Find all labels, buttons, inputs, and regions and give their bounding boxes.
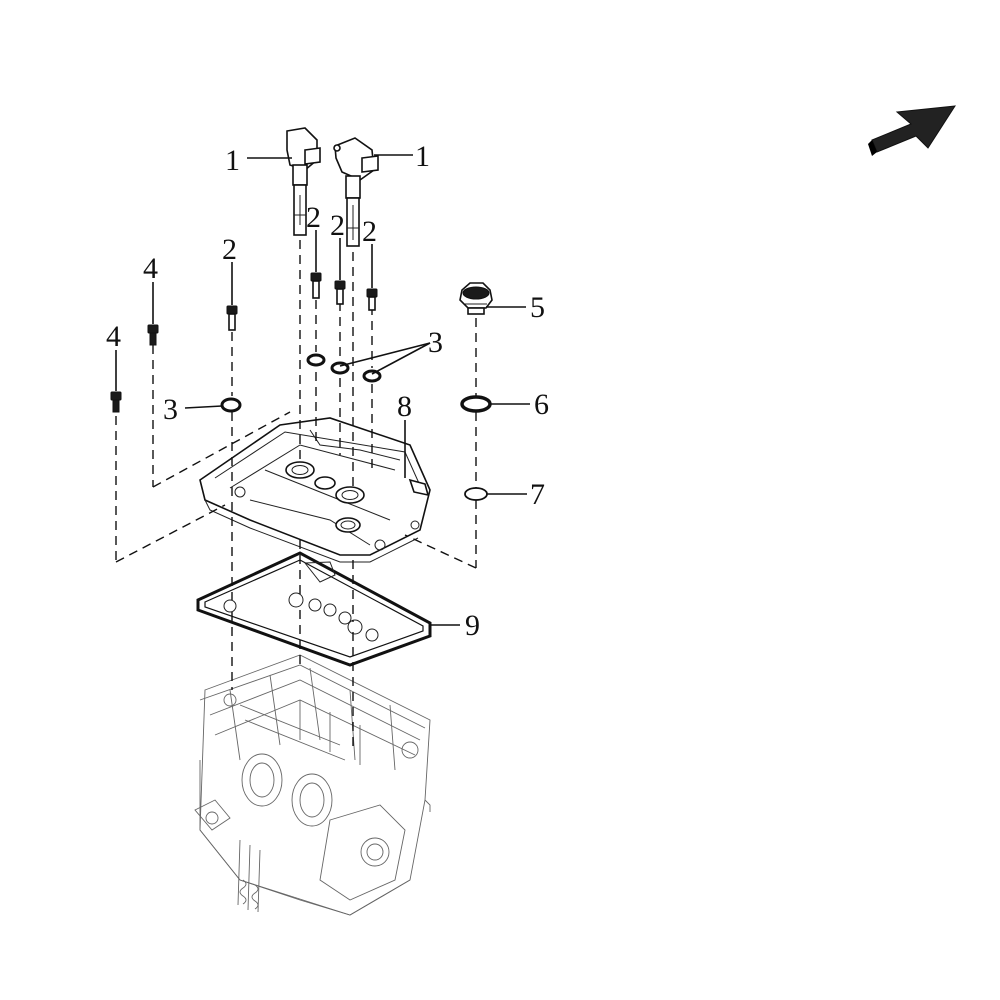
callout-8: 8 bbox=[397, 390, 412, 423]
valve-cover bbox=[199, 417, 431, 563]
o-ring-small bbox=[464, 487, 488, 501]
bolt-2-d bbox=[226, 305, 238, 331]
callout-6: 6 bbox=[534, 388, 549, 421]
callout-1-right: 1 bbox=[415, 140, 430, 173]
callout-3-b: 3 bbox=[163, 393, 178, 426]
cylinder-head-engine bbox=[194, 654, 431, 916]
washer-3-b bbox=[330, 361, 350, 375]
callout-5: 5 bbox=[530, 291, 545, 324]
leader-lines bbox=[115, 154, 530, 626]
callout-4-b: 4 bbox=[106, 320, 121, 353]
front-direction-arrow-icon bbox=[868, 105, 956, 156]
callout-7: 7 bbox=[530, 478, 545, 511]
callout-9: 9 bbox=[465, 609, 480, 642]
callout-2-c: 2 bbox=[362, 215, 377, 248]
callout-2-d: 2 bbox=[222, 233, 237, 266]
callout-1-left: 1 bbox=[225, 144, 240, 177]
bolt-4-a bbox=[147, 324, 159, 346]
callout-2-a: 2 bbox=[306, 201, 321, 234]
valve-cover-gasket bbox=[196, 551, 432, 667]
ignition-coil-left bbox=[286, 127, 321, 236]
bolt-2-a bbox=[310, 272, 322, 299]
o-ring-large bbox=[460, 395, 492, 413]
washer-3-c bbox=[362, 369, 382, 383]
alignment-lines bbox=[115, 240, 477, 750]
washer-3-a bbox=[306, 353, 326, 367]
oil-filler-cap bbox=[459, 282, 493, 315]
callout-labels: 1 1 2 2 2 2 3 3 4 4 5 6 7 8 9 bbox=[106, 140, 549, 642]
callout-4-a: 4 bbox=[143, 252, 158, 285]
washer-3-d bbox=[220, 397, 242, 413]
bolt-2-c bbox=[366, 288, 378, 311]
callout-3-a: 3 bbox=[428, 326, 443, 359]
bolt-2-b bbox=[334, 280, 346, 305]
callout-2-b: 2 bbox=[330, 209, 345, 242]
ignition-coil-right bbox=[333, 137, 379, 247]
bolt-4-b bbox=[110, 391, 122, 413]
